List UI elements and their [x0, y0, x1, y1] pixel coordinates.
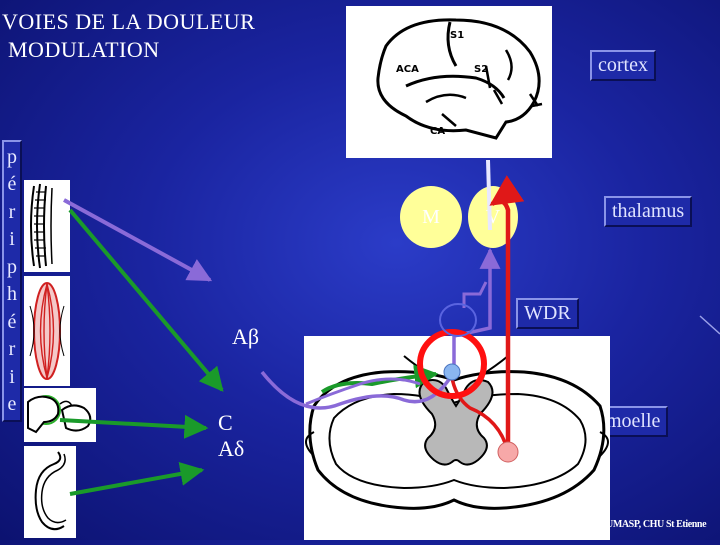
nucleus-label-m: M [422, 205, 440, 228]
fiber-label-adelta: Aδ [218, 436, 245, 461]
green-fiber-path-3 [69, 462, 205, 496]
vertical-letter: h [7, 283, 17, 306]
receptor-image-muscle [24, 276, 70, 386]
abeta-fiber-path [63, 198, 213, 282]
purple-cord-path-1 [260, 370, 452, 410]
title-line-2: MODULATION [8, 37, 160, 62]
brain-label-s1: S1 [450, 30, 464, 41]
green-fiber-path-1 [68, 208, 224, 392]
wdr-neuron-body [497, 441, 519, 463]
red-cord-path [450, 377, 510, 453]
fiber-label-c: C [218, 410, 233, 435]
vertical-letter: é [7, 310, 17, 333]
title-line-1: VOIES DE LA DOULEUR [2, 9, 256, 34]
wdr-highlight-circle [417, 329, 487, 399]
label-wdr: WDR [516, 298, 579, 329]
credit-text: UMASP, CHU St Etienne [606, 519, 707, 530]
receptor-image-visceral [24, 446, 76, 538]
purple-ascending-path [452, 247, 501, 370]
brain-label-ca: CA [430, 126, 445, 137]
receptor-image-lamellar [24, 180, 70, 272]
fiber-label-abeta: Aβ [232, 324, 260, 349]
vertical-letter: p [7, 255, 17, 278]
decorative-line [699, 315, 720, 335]
brain-label-aca: ACA [396, 64, 419, 75]
vertical-label-peripherie: p é r i p h é r i e [2, 140, 22, 422]
vertical-letter: e [7, 392, 17, 415]
green-cord-entry-path [320, 364, 439, 394]
purple-cord-path-2 [305, 377, 421, 406]
slide-title: VOIES DE LA DOULEUR MODULATION [2, 8, 255, 64]
dorsal-horn-neuron [443, 363, 461, 381]
vertical-letter: p [7, 146, 17, 168]
label-cortex: cortex [590, 50, 656, 81]
receptor-image-joint [24, 388, 96, 442]
red-ascending-path [489, 175, 525, 452]
vertical-letter: i [9, 365, 15, 388]
cortex-descending-path [486, 159, 492, 231]
vertical-letter: é [7, 173, 17, 196]
purple-branch-path [462, 281, 488, 308]
label-thalamus: thalamus [604, 196, 693, 227]
brain-label-s2: S2 [474, 64, 488, 75]
thalamus-nucleus-m: M [400, 186, 462, 248]
vertical-letter: i [9, 228, 15, 251]
vertical-letter: r [8, 200, 16, 223]
vertical-letter: r [8, 338, 16, 361]
green-fiber-path-2 [59, 414, 209, 439]
wdr-interneuron-circle [439, 303, 477, 337]
brain-cortex-image: S1 ACA S2 CA [346, 6, 552, 158]
